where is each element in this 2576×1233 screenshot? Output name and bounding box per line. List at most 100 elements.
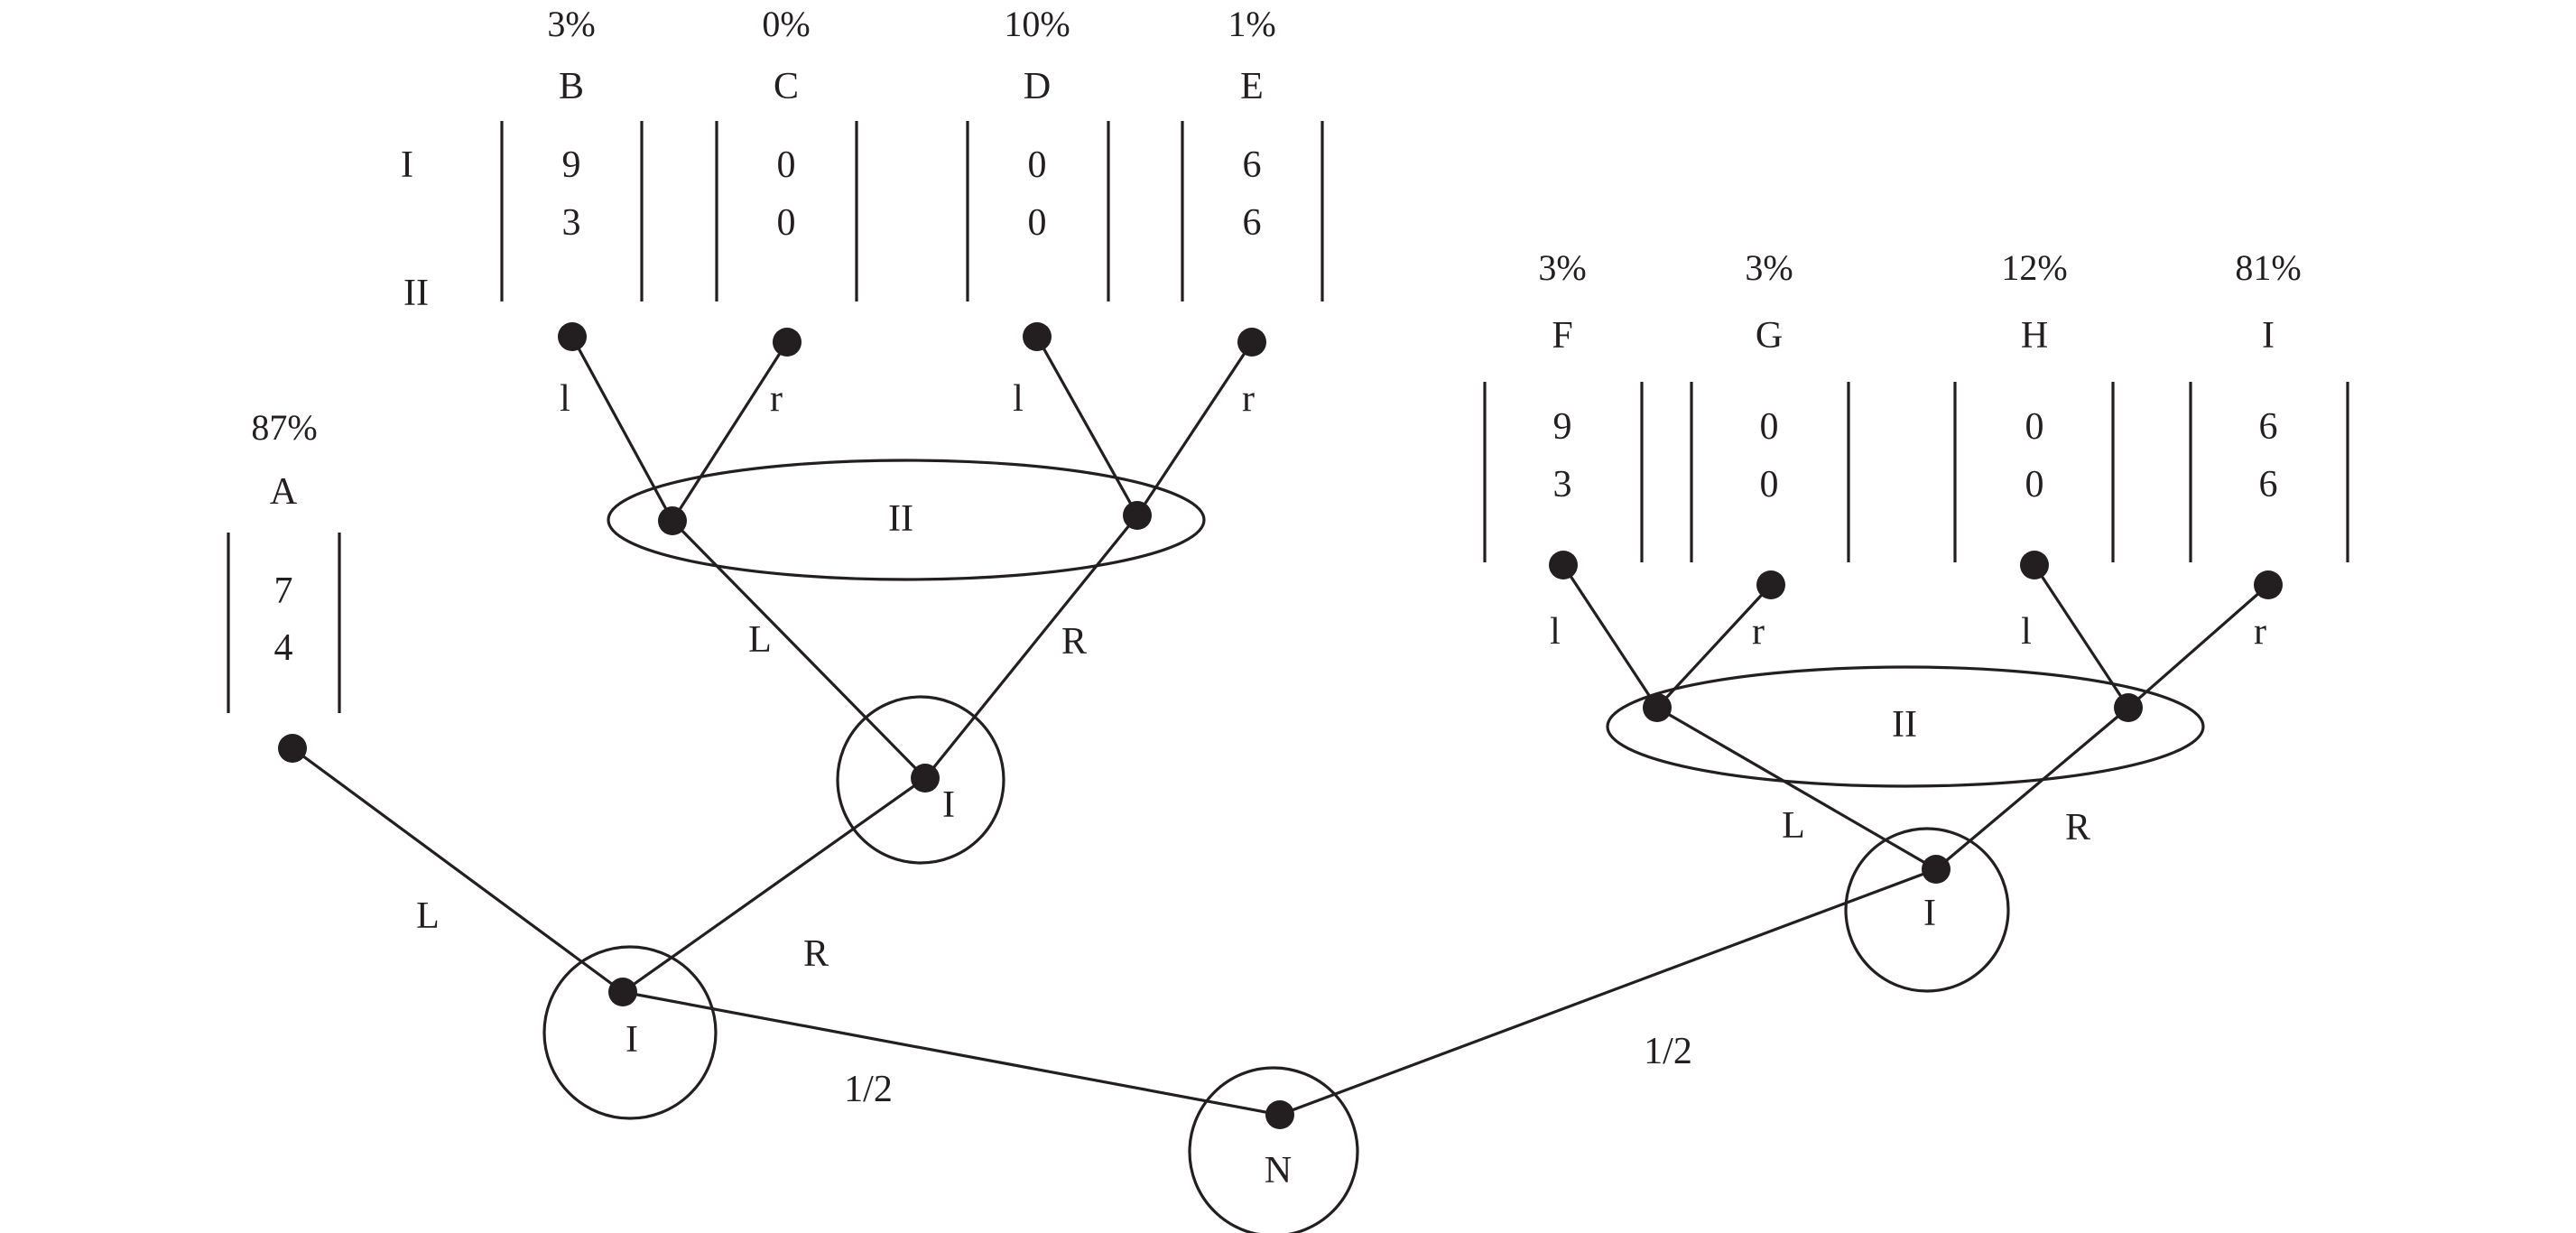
edge-chance-to-left-root [622,990,1281,1117]
move-l-F: l [1550,611,1561,653]
row-label-player-II: II [403,273,429,314]
edge-to-C [671,341,789,522]
left-root-dot [608,978,637,1006]
outcome-B-percent: 3% [547,4,595,44]
outcome-I-payoff-I: 6 [2259,406,2278,448]
information-set-left [607,459,1206,581]
outcome-A-payoff-II: 4 [274,627,293,669]
outcome-C-percent: 0% [762,4,810,44]
outcome-G-payoff-II: 0 [1760,464,1779,505]
move-R-right-root: R [2065,807,2090,848]
edge-to-F [1561,564,1659,709]
infoset-left-node-1 [658,506,687,535]
outcome-G-payoff-I: 0 [1760,406,1779,448]
move-r-I: r [2254,611,2266,653]
outcome-I-name: I [2262,315,2275,357]
outcome-H-name: H [2021,315,2048,357]
outcome-F-payoff-I: 9 [1553,406,1572,448]
prob-left-label: 1/2 [844,1069,893,1110]
move-r-C: r [770,378,783,420]
second-I-ring [836,695,1005,865]
outcome-E-payoff-II: 6 [1243,202,1262,244]
payoff-row-labels: I II [401,144,429,314]
outcome-D-percent: 10% [1004,4,1070,44]
terminal-A [278,734,307,763]
edges [292,336,2270,1117]
outcome-C-name: C [774,66,799,107]
edge-to-D [1035,336,1139,516]
left-root-ring [542,945,718,1120]
edge-to-H [2033,564,2130,709]
infoset-right-node-2 [2114,693,2143,722]
right-root-dot [1922,855,1951,884]
edge-to-B [570,336,674,522]
outcome-B-payoff-I: 9 [562,144,581,186]
chance-node-dot [1265,1100,1294,1129]
node-labels: N I I I II II [625,498,1936,1191]
edge-to-E [1135,341,1254,516]
second-I-dot [911,764,940,793]
move-l-H: l [2021,611,2032,653]
outcome-labels: 87% A 7 4 3% B 9 3 0% C 0 0 10% D 0 0 1%… [251,4,2301,669]
outcome-G-percent: 3% [1745,247,1793,288]
move-R-second: R [1061,621,1087,663]
move-L-second: L [748,619,772,661]
infoset-left-label: II [888,498,913,540]
infoset-left-node-2 [1123,501,1152,530]
terminal-G [1756,570,1785,599]
edge-right-root-to-infoset-left [1656,706,1937,871]
edge-chance-to-right-root [1279,867,1937,1117]
terminal-C [773,328,802,357]
terminal-E [1237,328,1266,357]
outcome-I-payoff-II: 6 [2259,464,2278,505]
prob-right-label: 1/2 [1644,1031,1692,1072]
terminal-B [558,322,587,351]
move-r-G: r [1752,611,1765,653]
move-L-root: L [416,895,440,937]
outcome-H-payoff-I: 0 [2025,406,2044,448]
outcome-A-percent: 87% [251,407,317,448]
outcome-E-percent: 1% [1228,4,1275,44]
left-root-label: I [625,1019,638,1061]
edge-left-root-to-second-I [622,776,926,994]
payoff-bars [227,121,2349,713]
outcome-H-payoff-II: 0 [2025,464,2044,505]
second-I-label: I [942,784,955,826]
outcome-G-name: G [1756,315,1783,357]
edge-right-root-to-infoset-right [1934,706,2130,871]
edge-second-I-to-infoset-right [923,514,1139,780]
move-l-D: l [1013,378,1024,420]
outcome-D-name: D [1024,66,1051,107]
decision-nodes [278,322,2283,1129]
outcome-E-payoff-I: 6 [1243,144,1262,186]
move-r-E: r [1242,378,1255,420]
outcome-C-payoff-I: 0 [777,144,796,186]
terminal-I [2254,570,2283,599]
outcome-B-name: B [559,66,584,107]
move-L-right-root: L [1782,805,1805,847]
outcome-D-payoff-II: 0 [1028,202,1047,244]
terminal-F [1549,551,1578,579]
right-root-ring [1844,827,2010,993]
infoset-right-label: II [1892,704,1917,746]
row-label-player-I: I [401,144,413,186]
outcome-C-payoff-II: 0 [777,202,796,244]
outcome-F-name: F [1552,315,1572,357]
terminal-H [2020,551,2049,579]
move-R-root: R [803,933,829,975]
outcome-I-percent: 81% [2235,247,2301,288]
outcome-F-percent: 3% [1538,247,1586,288]
chance-node-ring [1188,1066,1359,1233]
move-l-B: l [560,378,570,420]
edge-second-I-to-infoset-left [671,519,927,780]
outcome-D-payoff-I: 0 [1028,144,1047,186]
chance-node-label: N [1265,1150,1292,1191]
move-labels: 1/2 1/2 L R L R L R l r l r l r l r [416,378,2266,1110]
outcome-A-payoff-I: 7 [274,570,293,612]
outcome-A-name: A [270,471,298,513]
edge-to-I [2127,583,2270,709]
outcome-F-payoff-II: 3 [1553,464,1572,505]
information-set-right [1606,665,2205,788]
edge-left-root-to-A [292,746,624,994]
